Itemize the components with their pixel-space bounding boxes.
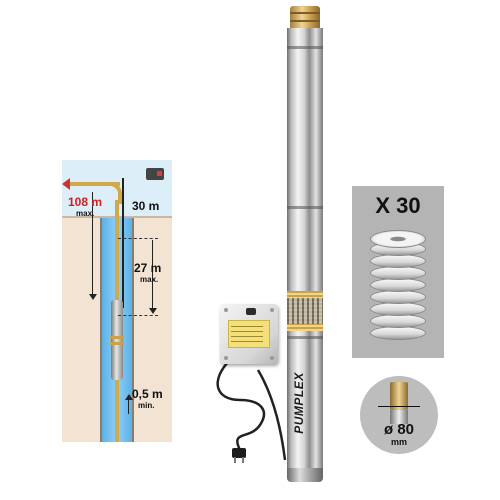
impeller-stage — [370, 266, 426, 280]
control-box — [216, 300, 282, 366]
installation-diagram: 108 m max. 30 m 27 m max. 0,5 m min. — [62, 160, 172, 442]
cap-groove — [290, 12, 320, 14]
control-box-cable — [216, 359, 287, 463]
label-line — [231, 331, 263, 332]
tube-seam — [287, 206, 323, 209]
impeller-stage — [370, 314, 426, 328]
arrow-down-icon — [149, 308, 157, 314]
pipe-bend — [108, 182, 122, 204]
cable-length-value: 30 m — [132, 199, 160, 213]
pump-tube — [287, 28, 323, 468]
immersion-depth-qualifier: max. — [140, 275, 159, 284]
bottom-clearance-line — [128, 398, 129, 414]
tube-seam — [287, 46, 323, 49]
mini-pump-head — [390, 382, 408, 410]
impeller-top — [370, 230, 426, 248]
submersible-pump: PUMPLEX — [284, 6, 326, 486]
stages-panel: X 30 — [352, 186, 444, 358]
arrow-down-icon — [89, 294, 97, 300]
pump-outlet-cap — [290, 6, 320, 28]
water-level-line — [118, 238, 158, 239]
mini-pump — [111, 300, 123, 380]
impeller-stage — [370, 326, 426, 340]
impeller-stage — [370, 302, 426, 316]
arrow-up-icon — [125, 394, 133, 400]
label-line — [231, 336, 263, 337]
pump-brand-text: PUMPLEX — [291, 372, 306, 434]
impeller-stage — [370, 278, 426, 292]
diameter-value: ø 80 — [383, 421, 414, 438]
control-box-label — [228, 320, 270, 348]
mini-control-button — [157, 171, 162, 176]
mini-pump-inlet — [110, 342, 124, 345]
delivery-height-line — [92, 192, 93, 296]
bottom-clearance-qualifier: min. — [138, 401, 155, 410]
pump-level-line — [118, 315, 158, 316]
pump-brand: PUMPLEX — [291, 366, 316, 446]
well-wall-right — [132, 218, 134, 442]
delivery-height-value: 108 m — [68, 195, 103, 209]
power-plug-icon — [232, 448, 246, 458]
screw-icon — [270, 308, 274, 312]
screw-icon — [224, 356, 228, 360]
diameter-dimension-line — [378, 406, 420, 407]
immersion-depth-value: 27 m — [134, 261, 162, 275]
bottom-clearance-value: 0,5 m — [132, 387, 163, 401]
flow-arrow-icon — [62, 178, 70, 190]
well-wall-left — [100, 218, 102, 442]
label-line — [231, 326, 263, 327]
diameter-unit: mm — [390, 437, 407, 447]
delivery-height-qualifier: max. — [76, 209, 95, 218]
screw-icon — [224, 308, 228, 312]
label-line — [231, 341, 263, 342]
outlet-pipe — [68, 182, 120, 186]
diameter-badge: ø 80 mm — [360, 376, 438, 454]
impeller-stage — [370, 290, 426, 304]
cap-groove — [290, 20, 320, 22]
tube-seam — [287, 336, 323, 339]
impeller-stage — [370, 254, 426, 268]
pump-bottom — [287, 468, 323, 482]
stages-count-label: X 30 — [375, 193, 421, 218]
mini-pump-inlet — [110, 336, 124, 339]
inlet-mesh — [287, 298, 323, 324]
immersion-depth-line — [152, 240, 153, 310]
power-switch — [246, 308, 256, 315]
mini-pump-body — [390, 410, 408, 424]
power-cable — [122, 178, 124, 308]
screw-icon — [270, 356, 274, 360]
